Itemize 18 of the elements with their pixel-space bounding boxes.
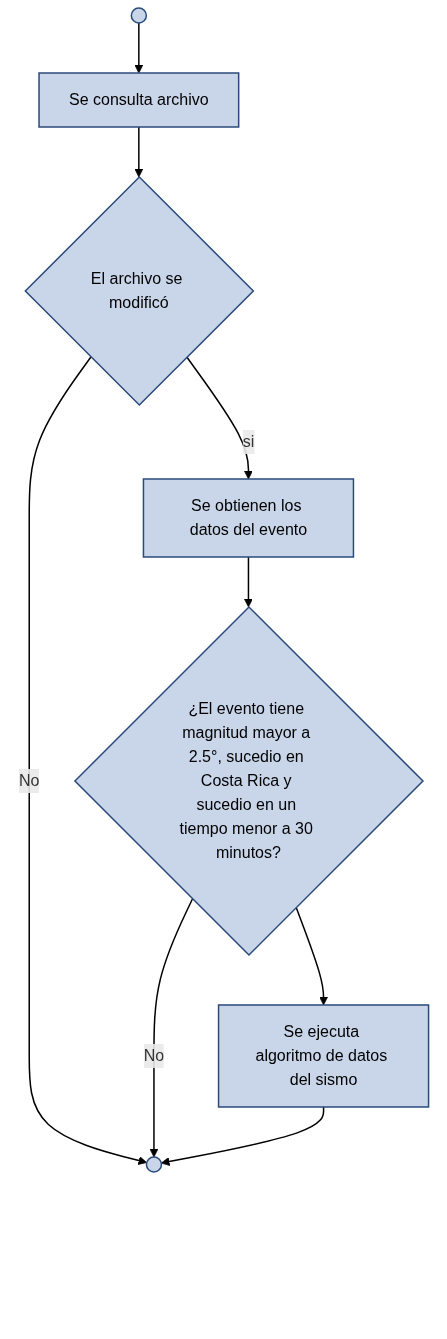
arrow [134,22,143,74]
node-box: Se consulta archivo [38,72,240,128]
arrow [134,126,143,178]
arrow [243,556,253,608]
node-box: Se obtienen los datos del evento [142,478,354,558]
edge-label: No [143,1046,164,1064]
arrow [160,1106,325,1166]
arrow [149,898,193,1158]
edge-label: si [242,432,254,450]
node-box: Se ejecuta algoritmo de datos del sismo [217,1004,430,1108]
arrow [28,356,147,1165]
node-circle [130,7,147,24]
arrow [295,906,328,1006]
node-circle [145,1156,162,1173]
arrow [185,356,253,480]
node-diamond: ¿El evento tiene magnitud mayor a 2.5°, sucedio en Costa Rica y sucedio en un tiempo menor a 30 minutos? [73,605,424,957]
edge-label: No [18,771,40,789]
node-diamond: El archivo se modificó [24,175,255,407]
